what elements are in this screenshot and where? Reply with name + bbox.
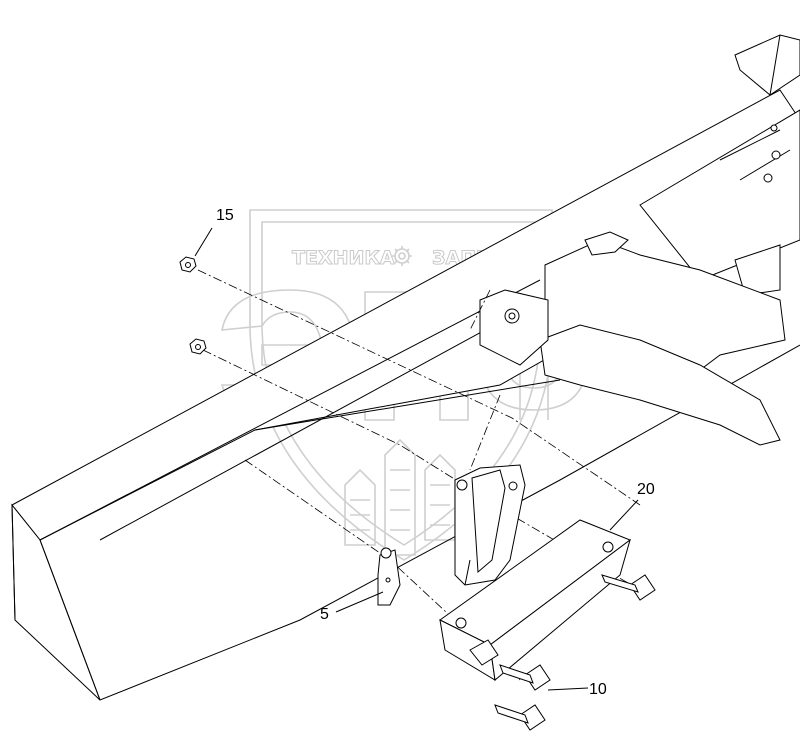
callout-label-5: 5 (320, 606, 329, 623)
nut-part-15 (179, 256, 207, 355)
callout-label-10: 10 (589, 681, 607, 698)
callout-label-15: 15 (216, 207, 234, 224)
bolts-part-10 (494, 574, 656, 731)
plate-part-5 (377, 547, 401, 606)
gear-icon (392, 246, 412, 266)
support-block-part-20 (439, 519, 632, 681)
callout-label-20: 20 (637, 481, 655, 498)
bracket-plate (479, 231, 786, 446)
clamp-bracket (454, 464, 526, 586)
watermark-brand-left: ТЕХНИКА (292, 247, 395, 269)
callout-10: 10 (547, 681, 607, 698)
frame-upper-right (639, 34, 800, 296)
callout-5: 5 (320, 591, 384, 623)
callout-15: 15 (194, 207, 234, 257)
callout-20: 20 (609, 481, 655, 531)
